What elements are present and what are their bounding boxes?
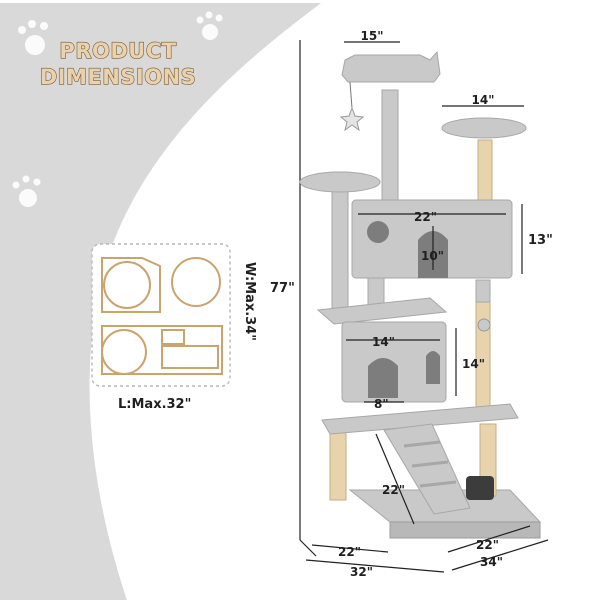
dim-condo-width: 22" bbox=[414, 210, 437, 224]
title-line-1: PRODUCT bbox=[59, 39, 176, 63]
dim-overall-depth: 34" bbox=[480, 555, 503, 569]
paw-icon bbox=[12, 175, 41, 207]
dim-total-height: 77" bbox=[270, 281, 295, 296]
dim-top-perch-width: 15" bbox=[361, 29, 384, 43]
dim-condo-height: 13" bbox=[528, 233, 553, 248]
title-line-2: DIMENSIONS bbox=[40, 65, 197, 89]
dim-lower-condo-width: 14" bbox=[372, 335, 395, 349]
dim-condo-door-height: 10" bbox=[421, 249, 444, 263]
dim-base-width: 22" bbox=[338, 545, 361, 559]
dim-base-depth: 22" bbox=[476, 538, 499, 552]
dim-lower-door-width: 8" bbox=[374, 397, 389, 411]
dim-upper-platform-width: 14" bbox=[472, 93, 495, 107]
dim-overall-width: 32" bbox=[350, 565, 373, 579]
paw-icon bbox=[18, 20, 48, 55]
dim-lower-condo-height: 14" bbox=[462, 357, 485, 371]
footprint-diagram bbox=[91, 243, 231, 387]
footprint-width-label: W:Max.34" bbox=[242, 262, 257, 341]
cat-tree bbox=[299, 50, 542, 539]
paw-icon bbox=[196, 11, 223, 40]
background-band bbox=[0, 0, 330, 600]
footprint-length-label: L:Max.32" bbox=[118, 397, 191, 412]
dim-ramp-length: 22" bbox=[382, 483, 405, 497]
